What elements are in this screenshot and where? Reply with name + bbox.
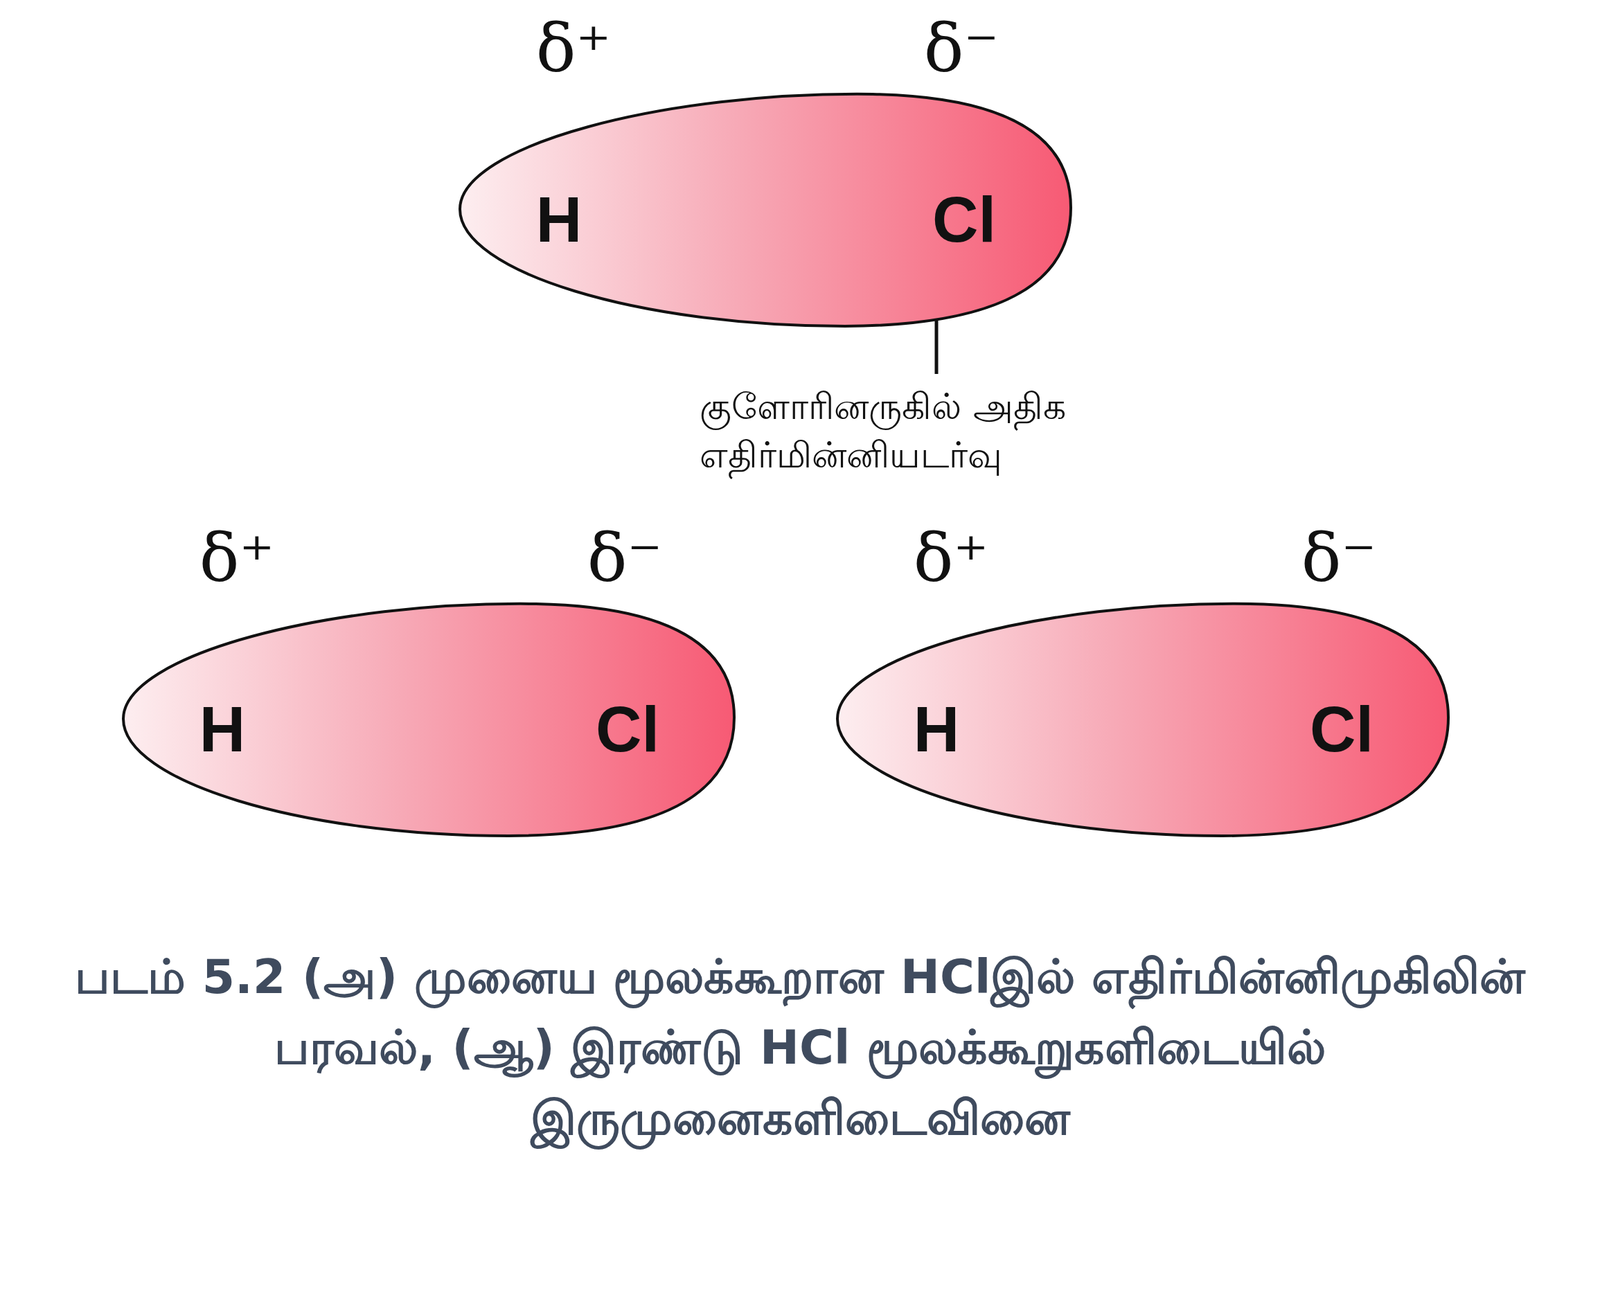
atom-symbol: H bbox=[536, 187, 582, 252]
figure-caption: படம் 5.2 (அ) முனைய மூலக்கூறான HClஇல் எதி… bbox=[34, 941, 1566, 1154]
atom-symbol: Cl bbox=[1309, 697, 1374, 762]
cloud-outline bbox=[459, 94, 1071, 327]
atom-symbol: H bbox=[199, 697, 246, 762]
cloud-outline bbox=[123, 603, 735, 837]
molecule-shape: δ⁺δ⁻HCl bbox=[120, 530, 737, 839]
partial-charge: δ⁺ bbox=[913, 525, 989, 592]
atom-symbol: H bbox=[913, 697, 960, 762]
cloud-outline bbox=[837, 603, 1449, 837]
partial-charge: δ⁺ bbox=[199, 525, 275, 592]
partial-charge: δ⁺ bbox=[536, 15, 611, 82]
molecule-shape: δ⁺δ⁻HCl bbox=[457, 20, 1074, 329]
annotation-label: குளோரினருகில் அதிக எதிர்மின்னியடர்வு bbox=[699, 382, 1323, 480]
atom-symbol: Cl bbox=[932, 187, 997, 252]
atom-symbol: Cl bbox=[595, 697, 660, 762]
partial-charge: δ⁻ bbox=[587, 525, 663, 592]
partial-charge: δ⁻ bbox=[923, 15, 999, 82]
molecule-shape: δ⁺δ⁻HCl bbox=[834, 530, 1452, 839]
partial-charge: δ⁻ bbox=[1301, 525, 1377, 592]
